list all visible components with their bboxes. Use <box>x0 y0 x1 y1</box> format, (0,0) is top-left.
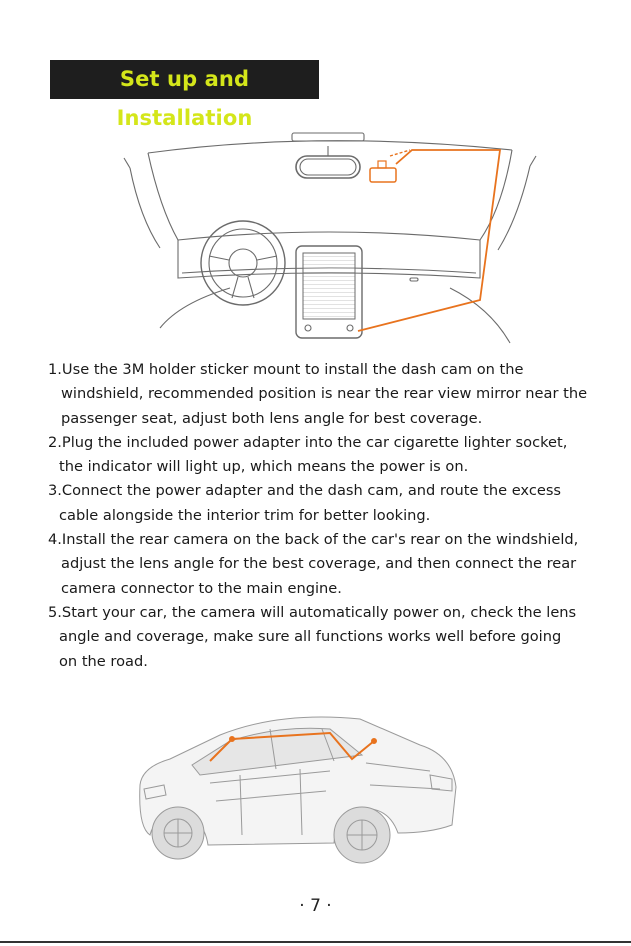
installation-steps: 1.Use the 3M holder sticker mount to ins… <box>48 358 588 674</box>
car-cable-route-illustration <box>139 716 457 864</box>
step-line: on the road. <box>59 652 148 670</box>
step-line: cable alongside the interior trim for be… <box>59 506 431 524</box>
step-line: 2.Plug the included power adapter into t… <box>48 433 568 451</box>
step-line: 4.Install the rear camera on the back of… <box>48 531 579 549</box>
step-line: the indicator will light up, which means… <box>59 458 469 476</box>
step-line: camera connector to the main engine. <box>61 579 342 597</box>
step-line: 5.Start your car, the camera will automa… <box>48 603 577 621</box>
step-line: 1.Use the 3M holder sticker mount to ins… <box>48 361 524 378</box>
page-number: · 7 · <box>299 896 332 916</box>
step-line: adjust the lens angle for the best cover… <box>61 555 577 573</box>
step-4: 4.Install the rear camera on the back of… <box>48 528 588 601</box>
car-interior-illustration <box>123 132 537 344</box>
step-5: 5.Start your car, the camera will automa… <box>48 601 588 674</box>
step-1: 1.Use the 3M holder sticker mount to ins… <box>48 358 588 431</box>
step-2: 2.Plug the included power adapter into t… <box>48 431 588 480</box>
step-line: angle and coverage, make sure all functi… <box>59 628 562 646</box>
step-line: windshield, recommended position is near… <box>61 385 588 403</box>
step-3: 3.Connect the power adapter and the dash… <box>48 479 588 528</box>
section-heading: Set up and Installation <box>50 60 319 130</box>
footer-divider <box>0 941 631 943</box>
step-line: passenger seat, adjust both lens angle f… <box>61 409 483 427</box>
step-line: 3.Connect the power adapter and the dash… <box>48 482 562 500</box>
